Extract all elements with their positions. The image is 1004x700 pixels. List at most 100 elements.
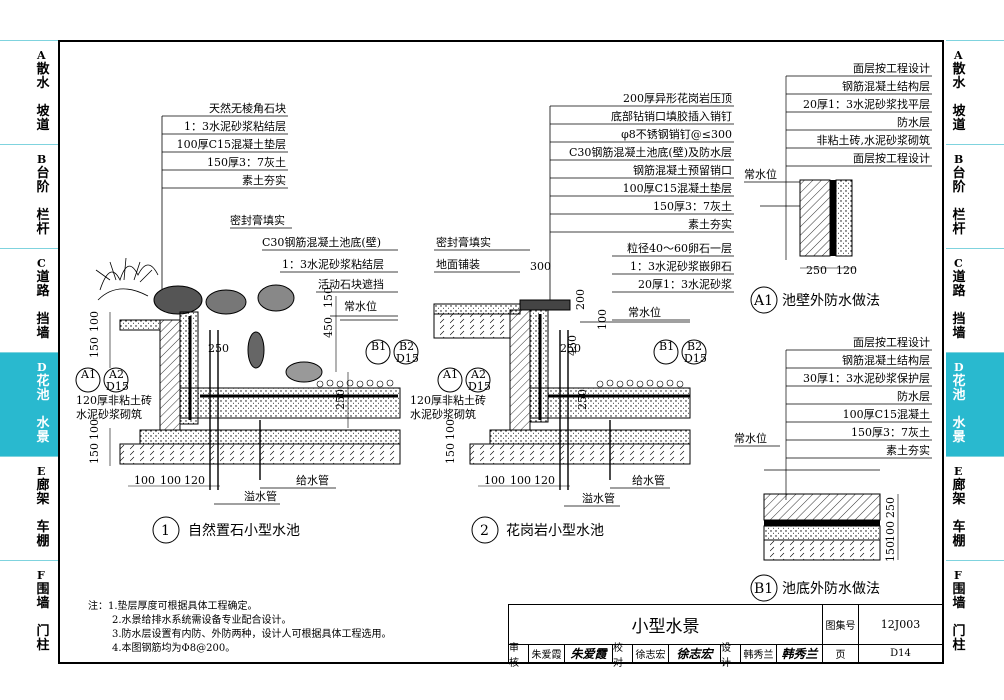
dim-label: 250 xyxy=(208,342,229,355)
layer-labels-1: 天然无棱角石块 1：3水泥砂浆粘结层 100厚C15混凝土垫层 150厚3：7灰… xyxy=(161,101,288,290)
dim-label: 100 xyxy=(88,311,101,332)
detail-ref-b[interactable]: B1 B2 D15 xyxy=(365,339,419,365)
gravel xyxy=(316,379,394,388)
dim-label: 120 xyxy=(184,474,205,487)
water-level-label: 常水位 xyxy=(628,305,661,319)
water-level-label: 常水位 xyxy=(744,167,777,181)
ref-d15: D15 xyxy=(396,352,419,365)
review-label: 审核 xyxy=(509,643,529,669)
overflow-pipe-label: 溢水管 xyxy=(582,491,615,505)
base-label: C30钢筋混凝土池底(壁) xyxy=(262,235,381,249)
layer-label: 20厚1：3水泥砂浆找平层 xyxy=(803,97,930,111)
vertical-dimensions-1 xyxy=(109,296,349,466)
dim-label: 100 xyxy=(444,419,457,440)
caption-title: 池底外防水做法 xyxy=(782,581,880,597)
supply-pipe-label: 给水管 xyxy=(296,473,329,487)
dim-label: 300 xyxy=(530,260,551,273)
wall-label: 水泥砂浆砌筑 xyxy=(410,407,476,421)
note-line: 2.水景给排水系统需设备专业配合设计。 xyxy=(112,615,292,626)
ref-a1: A1 xyxy=(80,368,96,381)
caption-number: 1 xyxy=(161,523,170,539)
layer-label: 素土夯实 xyxy=(242,173,286,187)
dim-label: 250 xyxy=(806,264,827,277)
ref-b2: B2 xyxy=(399,340,414,353)
dim-label: 450 xyxy=(322,317,335,338)
water-level-label: 常水位 xyxy=(734,431,767,445)
page-label: 页 xyxy=(823,645,859,663)
dim-label: 120 xyxy=(534,474,555,487)
dim-label: 120 xyxy=(836,264,857,277)
caption-number-circle xyxy=(750,574,778,602)
layer-label: 防水层 xyxy=(897,115,930,129)
supply-pipe-label: 给水管 xyxy=(632,473,665,487)
mortar-label: 1：3水泥砂浆粘结层 xyxy=(282,257,384,271)
atlas-number: 12J003 xyxy=(859,605,943,645)
dim-label: 100 xyxy=(484,474,505,487)
layer-label: 200厚异形花岗岩压顶 xyxy=(623,91,732,105)
dim-label: 100 xyxy=(160,474,181,487)
detail-ref-b[interactable]: B1 B2 D15 xyxy=(653,339,707,365)
layer-label: 100厚C15混凝土垫层 xyxy=(177,137,286,151)
gravel xyxy=(596,379,684,388)
caption-title: 花岗岩小型水池 xyxy=(506,523,604,539)
layer-label: 面层按工程设计 xyxy=(853,61,930,75)
detail-ref-a[interactable]: A1 A2 D15 xyxy=(437,367,491,393)
design-label: 设计 xyxy=(721,643,741,669)
page-number: D14 xyxy=(859,645,943,663)
dim-label: 150 xyxy=(88,443,101,464)
layer-label: 素土夯实 xyxy=(886,443,930,457)
layer-label: 钢筋混凝土结构层 xyxy=(842,353,930,367)
layer-label: C30钢筋混凝土池底(壁)及防水层 xyxy=(569,145,732,159)
ref-b1: B1 xyxy=(659,340,674,353)
detail-b1-floor-waterproofing: 面层按工程设计 钢筋混凝土结构层 30厚1：3水泥砂浆保护层 防水层 100厚C… xyxy=(734,335,932,602)
ref-d15: D15 xyxy=(106,380,129,393)
dim-label: 100 xyxy=(510,474,531,487)
note-line: 3.防水层设置有内防、外防两种，设计人可根据具体工程选用。 xyxy=(112,629,392,640)
drawing-title: 小型水景 xyxy=(509,605,823,645)
checker-signature: 徐志宏 xyxy=(669,645,721,663)
detail-ref-a[interactable]: A1 A2 D15 xyxy=(75,367,129,393)
caption-number-circle xyxy=(152,516,180,544)
detail-a1-wall-waterproofing: 面层按工程设计 钢筋混凝土结构层 20厚1：3水泥砂浆找平层 防水层 非粘土砖,… xyxy=(744,61,932,314)
caption-title: 自然置石小型水池 xyxy=(188,522,300,539)
granite-coping xyxy=(519,299,571,311)
layer-label: 粒径40～60卵石一层 xyxy=(627,241,732,255)
caption-number: 2 xyxy=(480,523,489,539)
ref-d15: D15 xyxy=(684,352,707,365)
notes: 注：1.垫层厚度可根据具体工程确定。 2.水景给排水系统需设备专业配合设计。 3… xyxy=(88,600,392,656)
reviewer-name: 朱爱霞 xyxy=(529,645,565,663)
designer-name: 韩秀兰 xyxy=(741,645,777,663)
layer-label: 1：3水泥砂浆嵌卵石 xyxy=(630,259,732,273)
note-line: 4.本图钢筋均为Φ8@200。 xyxy=(112,643,236,654)
layer-label: 钢筋混凝土预留销口 xyxy=(633,163,732,177)
dim-label: 250 xyxy=(576,389,589,410)
layer-label: 非粘土砖,水泥砂浆砌筑 xyxy=(817,133,931,147)
layer-label: 天然无棱角石块 xyxy=(209,101,286,115)
caption-number: B1 xyxy=(754,581,773,597)
diagram-natural-stone-pool: 天然无棱角石块 1：3水泥砂浆粘结层 100厚C15混凝土垫层 150厚3：7灰… xyxy=(75,101,419,544)
layer-label: 150厚3：7灰土 xyxy=(653,199,732,213)
layer-label: 面层按工程设计 xyxy=(853,335,930,349)
concrete-base xyxy=(529,387,691,419)
wall-label: 120厚非粘土砖 xyxy=(76,393,152,407)
layer-label: 面层按工程设计 xyxy=(853,151,930,165)
layer-label: 20厚1：3水泥砂浆 xyxy=(638,277,732,291)
ref-a2: A2 xyxy=(470,368,486,381)
wall-label: 水泥砂浆砌筑 xyxy=(76,407,142,421)
dim-label: 450 xyxy=(566,335,579,356)
check-label: 校对 xyxy=(613,643,633,669)
dim-label: 200 xyxy=(574,289,587,310)
